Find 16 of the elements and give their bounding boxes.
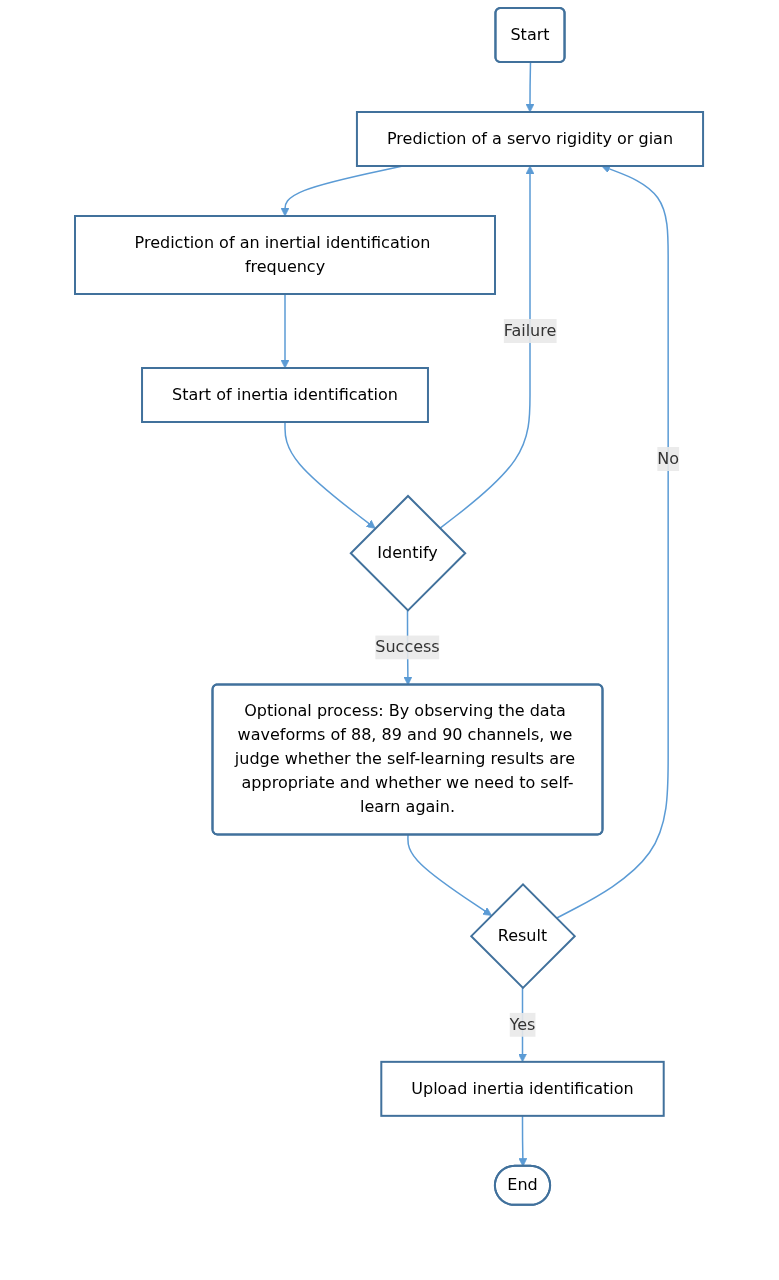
node-box: Prediction of a servo rigidity or gian <box>356 111 705 167</box>
node-box: Start of inertia identification <box>141 367 430 423</box>
node-diamond: Identify <box>349 494 468 612</box>
edge-label: Yes <box>510 1014 536 1034</box>
edge-label: No <box>657 449 680 468</box>
arrow <box>284 421 377 529</box>
arrow <box>518 1115 528 1167</box>
node-box: Prediction of an inertial identification frequency <box>74 215 497 295</box>
arrow <box>281 293 290 369</box>
arrow <box>439 165 535 530</box>
edge-label: Failure <box>504 321 557 340</box>
node-box: Upload inertia identification <box>380 1060 666 1117</box>
edge-label: Success <box>375 637 441 657</box>
arrow <box>407 834 493 916</box>
arrow <box>526 61 535 113</box>
node-diamond: Result <box>470 883 577 990</box>
